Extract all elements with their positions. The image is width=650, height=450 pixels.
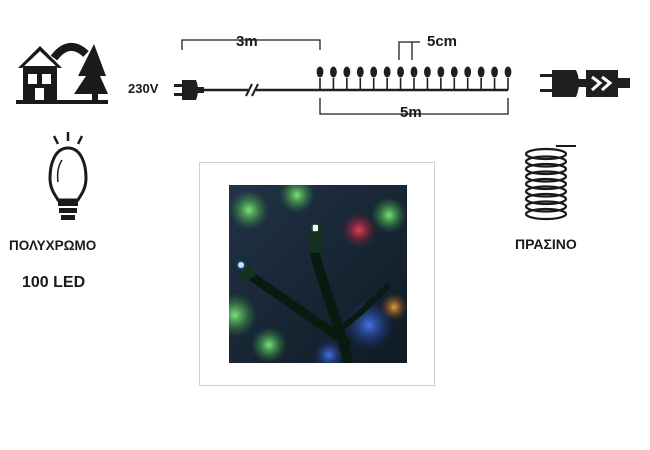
coil-loop — [524, 185, 568, 198]
led-bead — [477, 66, 485, 78]
led-bead — [491, 66, 498, 78]
house-tree-icon — [14, 36, 109, 106]
led-bead — [410, 66, 418, 78]
led-bead — [370, 66, 378, 78]
coil-loop — [524, 192, 568, 206]
led-bead — [397, 66, 404, 78]
led-bead — [383, 66, 391, 78]
led-bead — [504, 66, 512, 78]
plug-icon — [174, 80, 204, 100]
bulb-icon — [40, 130, 100, 225]
light-length-label: 5m — [400, 104, 422, 121]
connector-plug-icon — [536, 64, 636, 104]
product-photo — [229, 185, 407, 363]
color-label: ΠΟΛΥΧΡΩΜΟ — [9, 238, 97, 253]
product-photo-frame — [199, 162, 435, 386]
cable-color-label: ΠΡΑΣΙΝΟ — [515, 236, 577, 252]
coil-cable-icon — [518, 140, 588, 230]
coil-loop — [524, 170, 568, 183]
coil-loop — [524, 155, 568, 168]
led-bead — [464, 66, 472, 78]
led-bead — [343, 66, 351, 78]
spacing-label: 5cm — [427, 33, 458, 50]
led-bead — [450, 66, 458, 78]
coil-loop — [524, 177, 568, 191]
lead-length-label: 3m — [236, 33, 258, 50]
coil-loop — [524, 207, 568, 221]
led-bead — [424, 66, 431, 78]
led-bead — [437, 66, 445, 78]
led-count-label: 100 LED — [22, 274, 86, 291]
led-bead — [330, 66, 337, 78]
voltage-label: 230V — [128, 81, 159, 96]
coil-loop — [524, 200, 568, 213]
led-bead — [316, 66, 324, 78]
coil-loop — [524, 147, 568, 161]
cable-diagram — [0, 0, 650, 140]
led-bead — [356, 66, 364, 78]
coil-loop — [524, 162, 568, 176]
